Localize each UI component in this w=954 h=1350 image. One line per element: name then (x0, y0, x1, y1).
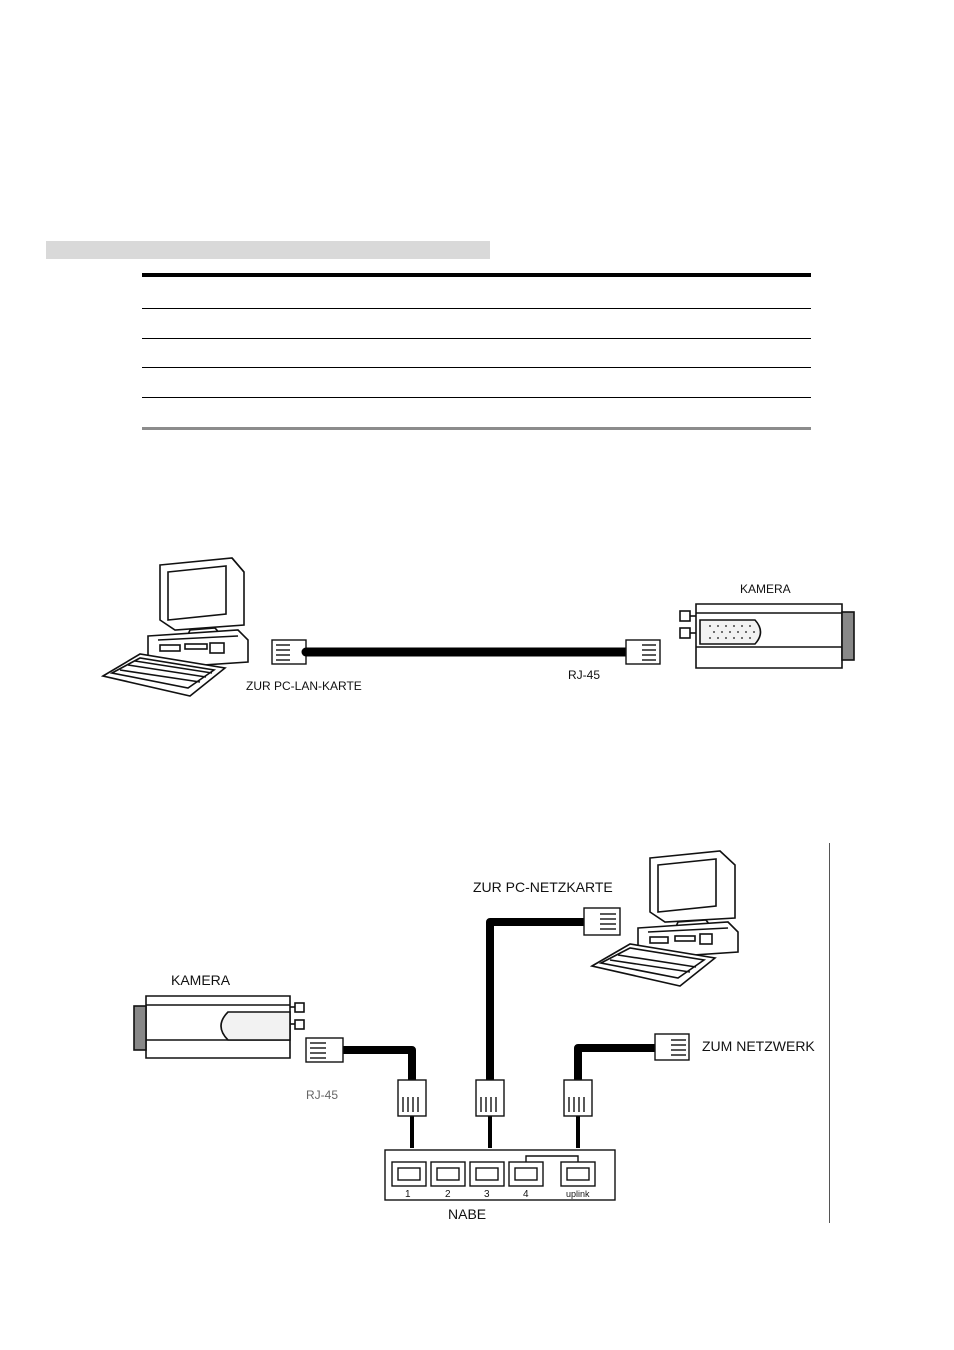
network-cable (574, 1044, 659, 1084)
network-cable (486, 918, 588, 1084)
pc-netzkarte-label: ZUR PC-NETZKARTE (473, 879, 613, 895)
rj45-plug-icon (475, 1079, 505, 1117)
network-hub (384, 1149, 616, 1201)
hub-port-label: uplink (566, 1189, 590, 1199)
table-top-rule (142, 273, 811, 277)
rj45-plug-icon (583, 907, 621, 936)
hub-port-label: 1 (405, 1189, 411, 1200)
rj45-label: RJ-45 (306, 1088, 338, 1102)
table-row-divider (142, 397, 811, 398)
margin-line (829, 843, 830, 1223)
network-cable (339, 1046, 416, 1084)
computer-icon (589, 850, 739, 987)
camera-label: KAMERA (171, 972, 231, 988)
camera-icon (133, 995, 305, 1059)
table-row-divider (142, 308, 811, 309)
section-header-band (46, 241, 490, 259)
table-row-divider (142, 367, 811, 368)
rj45-plug-icon (625, 639, 661, 665)
pc-lan-label: ZUR PC-LAN-KARTE (246, 679, 362, 693)
hub-port-icon (430, 1161, 466, 1187)
rj45-label: RJ-45 (568, 668, 600, 682)
hub-port-icon (508, 1161, 544, 1187)
camera-icon (679, 603, 855, 669)
rj45-plug-icon (654, 1033, 690, 1061)
hub-port-label: 3 (484, 1189, 490, 1200)
rj45-plug-icon (563, 1079, 593, 1117)
table-row-divider (142, 338, 811, 339)
rj45-plug-icon (271, 639, 307, 665)
hub-port-icon (560, 1161, 596, 1187)
table-bottom-rule (142, 427, 811, 430)
network-label: ZUM NETZWERK (702, 1038, 815, 1054)
hub-port-label: 2 (445, 1189, 451, 1200)
rj45-plug-icon (305, 1037, 344, 1063)
rj45-plug-icon (397, 1079, 427, 1117)
hub-label: NABE (448, 1206, 486, 1222)
hub-port-icon (391, 1161, 427, 1187)
camera-label: KAMERA (740, 582, 791, 596)
hub-port-label: 4 (523, 1189, 529, 1200)
computer-icon (100, 557, 249, 697)
hub-port-icon (469, 1161, 505, 1187)
